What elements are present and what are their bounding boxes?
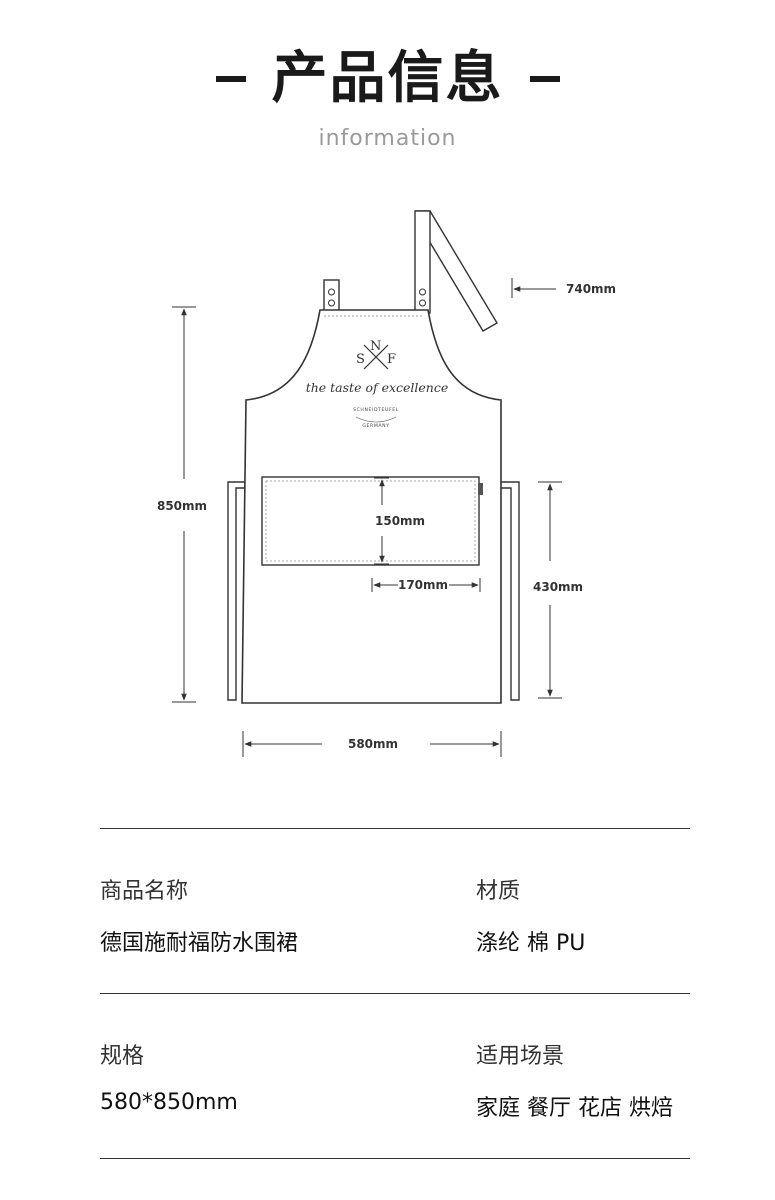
apron-diagram-svg: N S F the taste of excellence SCHNEIDTEU… <box>157 210 616 757</box>
page-title: 产品信息 <box>271 46 504 111</box>
brand-logo: N S F the taste of excellence SCHNEIDTEU… <box>306 339 449 429</box>
info-label-name: 商品名称 <box>100 879 189 904</box>
title-dash-left <box>215 76 246 82</box>
logo-letter-s: S <box>356 352 365 367</box>
dim-pocket-w-label: 170mm <box>398 578 448 592</box>
product-info-table: 商品名称 德国施耐福防水围裙 材质 涤纶 棉 PU 规格 580*850mm 适… <box>100 828 690 1159</box>
strap-connector-left <box>323 279 340 314</box>
info-row: 商品名称 德国施耐福防水围裙 材质 涤纶 棉 PU <box>100 829 690 993</box>
info-value-spec: 580*850mm <box>100 1090 238 1115</box>
page-subtitle: information <box>318 126 457 151</box>
info-value-name: 德国施耐福防水围裙 <box>100 931 299 956</box>
dim-strap-label: 740mm <box>566 282 616 296</box>
strap-rivet <box>419 288 426 296</box>
dim-pocket-h-label: 150mm <box>375 514 425 528</box>
dim-lower-label: 430mm <box>533 580 583 594</box>
strap-connector-right <box>414 210 431 314</box>
strap-rivet <box>328 288 335 296</box>
info-value-material: 涤纶 棉 PU <box>476 931 586 956</box>
pocket-tag <box>478 483 483 495</box>
title-dash-right <box>529 76 560 82</box>
info-label-spec: 规格 <box>100 1044 145 1069</box>
logo-brand: SCHNEIDTEUFEL <box>353 407 399 413</box>
divider <box>100 828 690 829</box>
divider <box>100 993 690 994</box>
title-row: 产品信息 <box>0 40 775 118</box>
divider <box>100 1158 690 1159</box>
info-label-material: 材质 <box>476 879 521 904</box>
waist-tie-left <box>227 481 246 701</box>
logo-letter-n: N <box>370 339 381 354</box>
header: 产品信息 information <box>0 40 775 151</box>
info-label-usage: 适用场景 <box>476 1044 565 1069</box>
dim-total-label: 850mm <box>157 499 207 513</box>
logo-tagline: the taste of excellence <box>306 380 449 395</box>
strap-rivet <box>328 299 335 307</box>
info-value-usage: 家庭 餐厅 花店 烘焙 <box>476 1096 673 1121</box>
strap-rivet <box>419 299 426 307</box>
dim-width-label: 580mm <box>348 737 398 751</box>
pocket-stitch <box>265 480 476 562</box>
info-row: 规格 580*850mm 适用场景 家庭 餐厅 花店 烘焙 <box>100 994 690 1158</box>
apron-diagram: N S F the taste of excellence SCHNEIDTEU… <box>0 195 775 775</box>
pocket <box>261 476 480 566</box>
waist-tie-right <box>501 481 520 701</box>
logo-country: GERMANY <box>362 423 389 429</box>
logo-letter-f: F <box>387 352 396 367</box>
